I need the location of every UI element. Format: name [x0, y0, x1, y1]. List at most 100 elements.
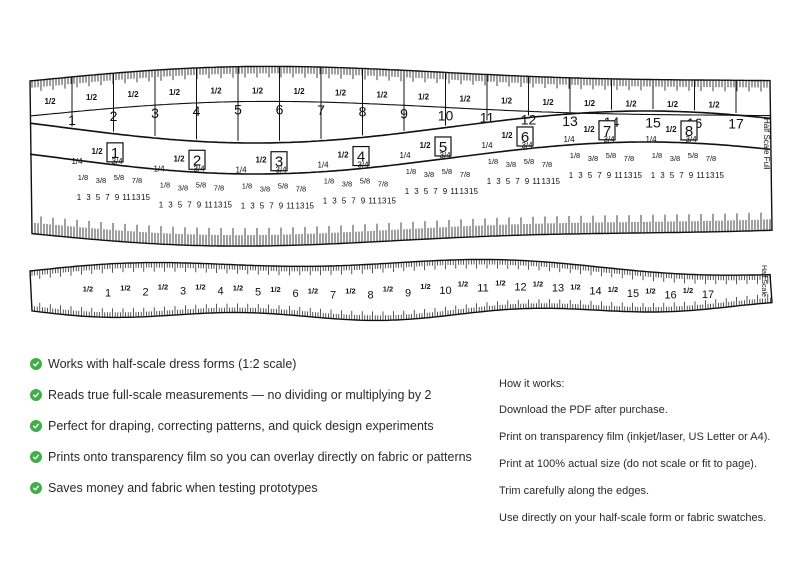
- half-scale-ruler-outline: [29, 258, 773, 322]
- check-circle-icon: [30, 357, 42, 370]
- full-scale-inch-box: [188, 149, 206, 170]
- full-scale-inch-number: 4: [357, 149, 365, 166]
- full-scale-inch-number: 2: [193, 152, 201, 169]
- sixteenth-inch-label: 11: [204, 200, 213, 209]
- sixteenth-inch-label: 5: [670, 171, 675, 180]
- sixteenth-inch-label: 3: [496, 177, 501, 186]
- eighth-inch-label: 3/8: [342, 180, 352, 189]
- sixteenth-inch-label: 5: [506, 177, 511, 186]
- sixteenth-inch-label: 7: [269, 202, 274, 211]
- half-ruler-half-label: 1/2: [270, 285, 280, 294]
- eighth-inch-label: 3/8: [424, 170, 434, 179]
- quarter-inch-label: 3/4: [357, 161, 369, 170]
- feature-item: Reads true full-scale measurements — no …: [30, 379, 490, 410]
- half-ruler-half-label: 1/2: [345, 286, 355, 295]
- sixteenth-inch-label: 1: [323, 197, 328, 206]
- quarter-inch-label: 1/2: [665, 125, 677, 134]
- full-scale-inch-box: [680, 120, 698, 141]
- half-scale-inch-number: 3: [151, 105, 159, 121]
- quarter-inch-label: 1/4: [399, 151, 411, 160]
- how-it-works-step: Print at 100% actual size (do not scale …: [499, 458, 758, 470]
- half-inch-label: 1/2: [459, 95, 471, 104]
- quarter-inch-label: 3/4: [111, 157, 123, 166]
- eighth-inch-label: 3/8: [588, 154, 598, 163]
- half-ruler-inch-number: 10: [439, 285, 451, 297]
- full-scale-inch-box: [106, 142, 124, 163]
- sixteenth-inch-label: 5: [588, 171, 593, 180]
- check-circle-icon: [30, 450, 42, 463]
- eighth-inch-label: 5/8: [606, 151, 616, 160]
- half-ruler-half-label: 1/2: [533, 280, 543, 289]
- sixteenth-inch-label: 15: [387, 197, 396, 206]
- sixteenth-inch-label: 9: [689, 171, 694, 180]
- sixteenth-inch-label: 15: [469, 187, 478, 196]
- sixteenth-inch-label: 13: [214, 200, 223, 209]
- half-ruler-inch-number: 8: [367, 289, 373, 301]
- half-inch-label: 1/2: [293, 87, 305, 96]
- half-scale-inch-number: 10: [438, 107, 454, 123]
- half-inch-label: 1/2: [44, 97, 56, 106]
- eighth-inch-label: 1/8: [488, 157, 498, 166]
- half-ruler-half-label: 1/2: [458, 280, 468, 289]
- quarter-inch-label: 1/4: [645, 135, 657, 144]
- eighth-inch-label: 3/8: [260, 185, 270, 194]
- half-ruler-half-label: 1/2: [683, 286, 693, 295]
- sixteenth-inch-label: 15: [141, 193, 150, 202]
- quarter-inch-label: 3/4: [193, 164, 205, 173]
- half-scale-inch-number: 8: [359, 104, 367, 120]
- eighth-inch-label: 7/8: [132, 176, 142, 185]
- half-scale-inch-number: 15: [645, 115, 661, 131]
- sixteenth-inch-label: 3: [578, 171, 583, 180]
- quarter-inch-label: 1/2: [501, 131, 513, 140]
- sixteenth-inch-label: 11: [696, 171, 705, 180]
- sixteenth-inch-label: 11: [614, 171, 623, 180]
- half-ruler-inch-number: 14: [589, 285, 601, 297]
- how-it-works-step: Download the PDF after purchase.: [499, 404, 668, 416]
- eighth-inch-label: 5/8: [524, 157, 534, 166]
- sixteenth-inch-label: 1: [405, 187, 410, 196]
- quarter-inch-label: 1/4: [71, 157, 83, 166]
- sixteenth-inch-label: 15: [223, 200, 232, 209]
- half-ruler-half-label: 1/2: [608, 285, 618, 294]
- full-scale-side-label: Half Scale Full: [762, 118, 771, 170]
- sixteenth-inch-label: 11: [450, 187, 459, 196]
- eighth-inch-label: 7/8: [296, 185, 306, 194]
- half-inch-label: 1/2: [418, 92, 430, 101]
- quarter-inch-label: 1/2: [337, 151, 349, 160]
- sixteenth-inch-label: 7: [597, 171, 602, 180]
- sixteenth-inch-label: 5: [178, 200, 183, 209]
- quarter-inch-label: 1/2: [255, 156, 267, 165]
- check-circle-icon: [30, 481, 42, 494]
- eighth-inch-label: 7/8: [214, 183, 224, 192]
- half-scale-inch-number: 12: [521, 111, 537, 127]
- quarter-inch-label: 1/2: [419, 141, 431, 150]
- half-ruler-inch-number: 7: [330, 289, 336, 301]
- quarter-inch-label: 1/4: [481, 141, 493, 150]
- quarter-inch-label: 3/4: [275, 166, 287, 175]
- sixteenth-inch-label: 1: [487, 177, 492, 186]
- feature-item: Works with half-scale dress forms (1:2 s…: [30, 348, 490, 379]
- eighth-inch-label: 1/8: [242, 182, 252, 191]
- sixteenth-inch-label: 1: [241, 202, 246, 211]
- sixteenth-inch-label: 11: [532, 177, 541, 186]
- half-ruler-inch-number: 9: [405, 288, 411, 300]
- sixteenth-inch-label: 3: [414, 187, 419, 196]
- how-it-works-step: Trim carefully along the edges.: [499, 485, 649, 497]
- half-ruler-half-label: 1/2: [83, 285, 93, 294]
- feature-text: Works with half-scale dress forms (1:2 s…: [48, 356, 297, 371]
- eighth-inch-label: 5/8: [114, 173, 124, 182]
- sixteenth-inch-label: 9: [361, 197, 366, 206]
- half-ruler-half-label: 1/2: [383, 285, 393, 294]
- half-ruler-half-label: 1/2: [570, 282, 580, 291]
- half-scale-inch-number: 1: [68, 112, 76, 128]
- sixteenth-inch-label: 3: [250, 202, 255, 211]
- half-inch-label: 1/2: [169, 88, 181, 97]
- sixteenth-inch-label: 15: [305, 202, 314, 211]
- sixteenth-inch-label: 11: [122, 193, 131, 202]
- full-scale-ruler-labels: 11/221/231/241/251/261/271/281/291/2101/…: [44, 66, 744, 211]
- half-ruler-inch-number: 4: [217, 285, 223, 297]
- sixteenth-inch-label: 7: [433, 187, 438, 196]
- half-ruler-inch-number: 6: [292, 288, 298, 300]
- eighth-inch-label: 7/8: [624, 154, 634, 163]
- sixteenth-inch-label: 15: [715, 171, 724, 180]
